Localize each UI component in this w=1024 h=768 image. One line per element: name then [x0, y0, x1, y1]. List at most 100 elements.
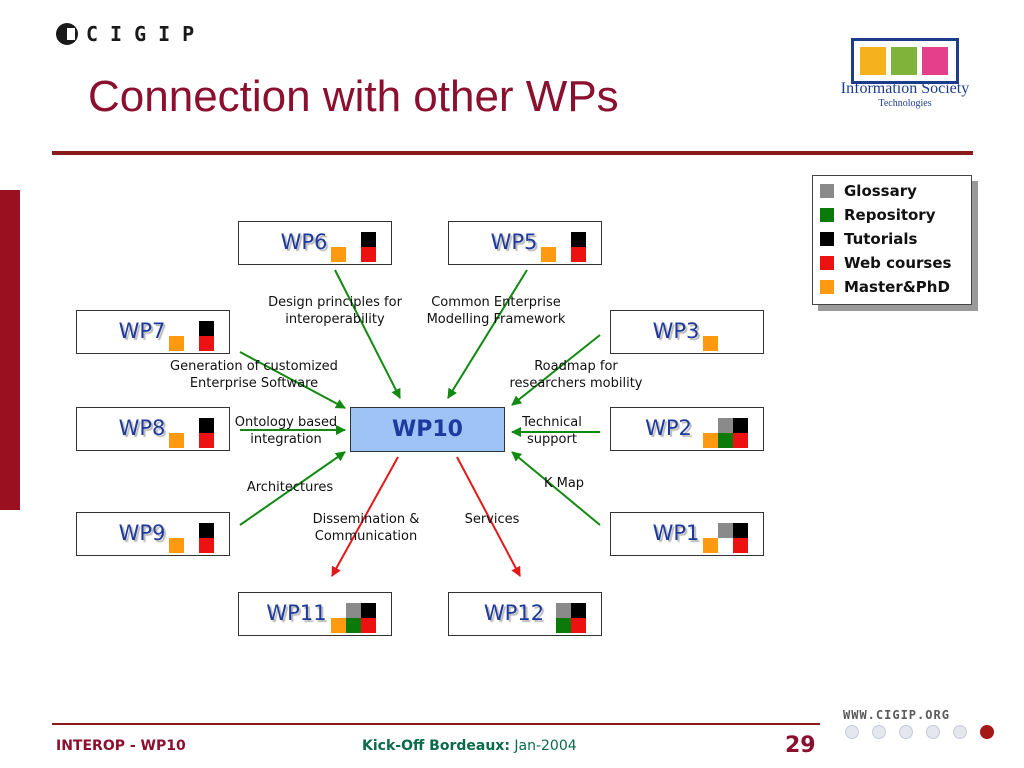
wp-box: WP5 — [448, 221, 602, 265]
ist-approx-icon — [922, 47, 948, 75]
legend-swatch — [820, 256, 834, 270]
resource-swatch — [541, 247, 556, 262]
resource-swatch — [703, 433, 718, 448]
resource-swatch — [556, 618, 571, 633]
resource-swatch — [733, 433, 748, 448]
legend-swatch — [820, 208, 834, 222]
dot-icon — [926, 725, 940, 739]
ist-arrow-icon — [860, 47, 886, 75]
wp-label: WP3 — [652, 319, 700, 343]
resource-swatch — [361, 603, 376, 618]
resource-swatch — [199, 336, 214, 351]
resource-swatch — [571, 603, 586, 618]
resource-swatch — [346, 603, 361, 618]
legend-swatch — [820, 232, 834, 246]
resource-swatch — [571, 247, 586, 262]
cigip-logo-icon — [56, 23, 78, 45]
resource-swatch — [571, 232, 586, 247]
resource-swatch — [703, 538, 718, 553]
wp10-label: WP10 — [391, 417, 463, 442]
legend-item-glossary: Glossary — [820, 180, 917, 202]
ist-sublabel: Technologies — [878, 98, 932, 109]
legend-item-repository: Repository — [820, 204, 936, 226]
arrow-label-wp6: Design principles for interoperability — [268, 295, 402, 327]
resource-swatch — [718, 418, 733, 433]
wp-label: WP6 — [280, 230, 328, 254]
arrow-wp5-wp10 — [447, 269, 528, 399]
legend-label: Repository — [844, 206, 936, 224]
wp-box: WP11 — [238, 592, 392, 636]
resource-swatch — [169, 538, 184, 553]
resource-swatch — [556, 603, 571, 618]
resource-swatch — [718, 523, 733, 538]
legend: Glossary Repository Tutorials Web course… — [812, 175, 972, 305]
resource-swatch — [733, 538, 748, 553]
legend-label: Glossary — [844, 182, 917, 200]
resource-swatch — [361, 232, 376, 247]
dot-icon — [899, 725, 913, 739]
resource-swatch — [733, 418, 748, 433]
resource-swatch — [199, 523, 214, 538]
arrow-label-wp7: Generation of customized Enterprise Soft… — [170, 359, 338, 391]
footer-divider — [52, 723, 820, 725]
resource-swatch — [169, 336, 184, 351]
cigip-logo: CIGIP — [56, 20, 206, 48]
title-divider — [52, 151, 973, 155]
arrow-wp3-wp10 — [511, 334, 601, 406]
legend-item-web-courses: Web courses — [820, 252, 951, 274]
dot-icon — [953, 725, 967, 739]
legend-item-master-phd: Master&PhD — [820, 276, 950, 298]
wp-label: WP2 — [645, 416, 692, 440]
ist-logo: Information Society Technologies — [835, 34, 975, 114]
resource-swatch — [199, 538, 214, 553]
resource-swatch — [199, 433, 214, 448]
wp-box: WP9 — [76, 512, 230, 556]
wp-box: WP8 — [76, 407, 230, 451]
legend-label: Web courses — [844, 254, 952, 272]
resource-swatch — [331, 247, 346, 262]
arrow-label-wp12: Services — [464, 512, 520, 527]
arrow-label-wp9: Architectures — [246, 480, 334, 495]
footer-event-name: Kick-Off Bordeaux: — [362, 738, 510, 754]
ist-logo-icon — [851, 38, 959, 84]
arrow-label-wp5: Common Enterprise Modelling Framework — [426, 295, 566, 327]
footer-date: Jan-2004 — [514, 738, 577, 754]
ist-label: Information Society — [840, 80, 970, 97]
wp-label: WP5 — [490, 230, 538, 254]
arrow-label-wp8: Ontology based integration — [234, 415, 338, 447]
resource-swatch — [169, 433, 184, 448]
wp-label: WP9 — [118, 521, 166, 545]
arrow-label-wp3: Roadmap for researchers mobility — [509, 359, 643, 391]
legend-item-tutorials: Tutorials — [820, 228, 917, 250]
footer-event: Kick-Off Bordeaux: Jan-2004 — [362, 738, 577, 754]
wp-box: WP7 — [76, 310, 230, 354]
arrow-wp10-wp11 — [331, 456, 399, 577]
wp-label: WP7 — [118, 319, 166, 343]
legend-swatch — [820, 280, 834, 294]
resource-swatch — [703, 336, 718, 351]
arrow-label-wp2: Technical support — [522, 415, 582, 447]
resource-swatch — [361, 618, 376, 633]
wp-box: WP6 — [238, 221, 392, 265]
wp-box: WP2 — [610, 407, 764, 451]
arrow-wp9-wp10 — [239, 451, 346, 526]
page-number: 29 — [785, 733, 816, 758]
dot-icon — [872, 725, 886, 739]
wp-box: WP12 — [448, 592, 602, 636]
wp-label: WP8 — [118, 416, 166, 440]
resource-swatch — [571, 618, 586, 633]
footer-project: INTEROP - WP10 — [56, 738, 186, 754]
resource-swatch — [199, 418, 214, 433]
resource-swatch — [199, 321, 214, 336]
footer-website: WWW.CIGIP.ORG — [843, 708, 950, 722]
dot-icon — [845, 725, 859, 739]
resource-swatch — [718, 433, 733, 448]
resource-swatch — [361, 247, 376, 262]
resource-swatch — [331, 618, 346, 633]
logo-text: CIGIP — [86, 22, 207, 46]
ist-wave-icon — [891, 47, 917, 75]
arrow-wp10-wp12 — [456, 456, 521, 577]
arrow-wp7-wp10 — [239, 351, 346, 409]
arrow-label-wp1: K Map — [543, 476, 585, 491]
resource-swatch — [346, 618, 361, 633]
